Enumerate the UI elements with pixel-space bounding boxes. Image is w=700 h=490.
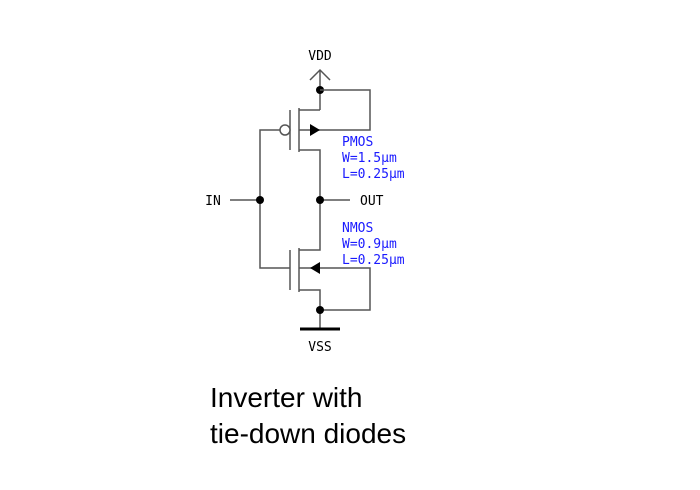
vss-junction <box>316 306 324 314</box>
vdd-label: VDD <box>308 49 332 64</box>
vss-label: VSS <box>308 340 331 355</box>
pmos-transistor <box>279 108 321 251</box>
nmos-source-wire <box>299 289 321 330</box>
pmos-type-label: PMOS <box>342 135 373 150</box>
pmos-bulk-arrow-icon <box>310 124 320 136</box>
output-junction <box>316 196 324 204</box>
nmos-type-label: NMOS <box>342 221 373 236</box>
pmos-length-label: L=0.25µm <box>342 167 405 182</box>
output-label: OUT <box>360 194 384 209</box>
gate-wire <box>259 129 290 269</box>
pmos-bulk-tie <box>320 89 371 131</box>
nmos-transistor <box>289 248 321 330</box>
pmos-gate-bubble <box>279 124 291 136</box>
nmos-width-label: W=0.9µm <box>342 237 397 252</box>
input-junction <box>256 196 264 204</box>
pmos-width-label: W=1.5µm <box>342 151 397 166</box>
nmos-length-label: L=0.25µm <box>342 253 405 268</box>
caption-line-1: Inverter with <box>210 382 363 413</box>
nmos-bulk-tie <box>299 267 371 311</box>
caption-line-2: tie-down diodes <box>210 418 407 449</box>
input-label: IN <box>205 194 221 209</box>
nmos-bulk-arrow-icon <box>310 262 320 274</box>
